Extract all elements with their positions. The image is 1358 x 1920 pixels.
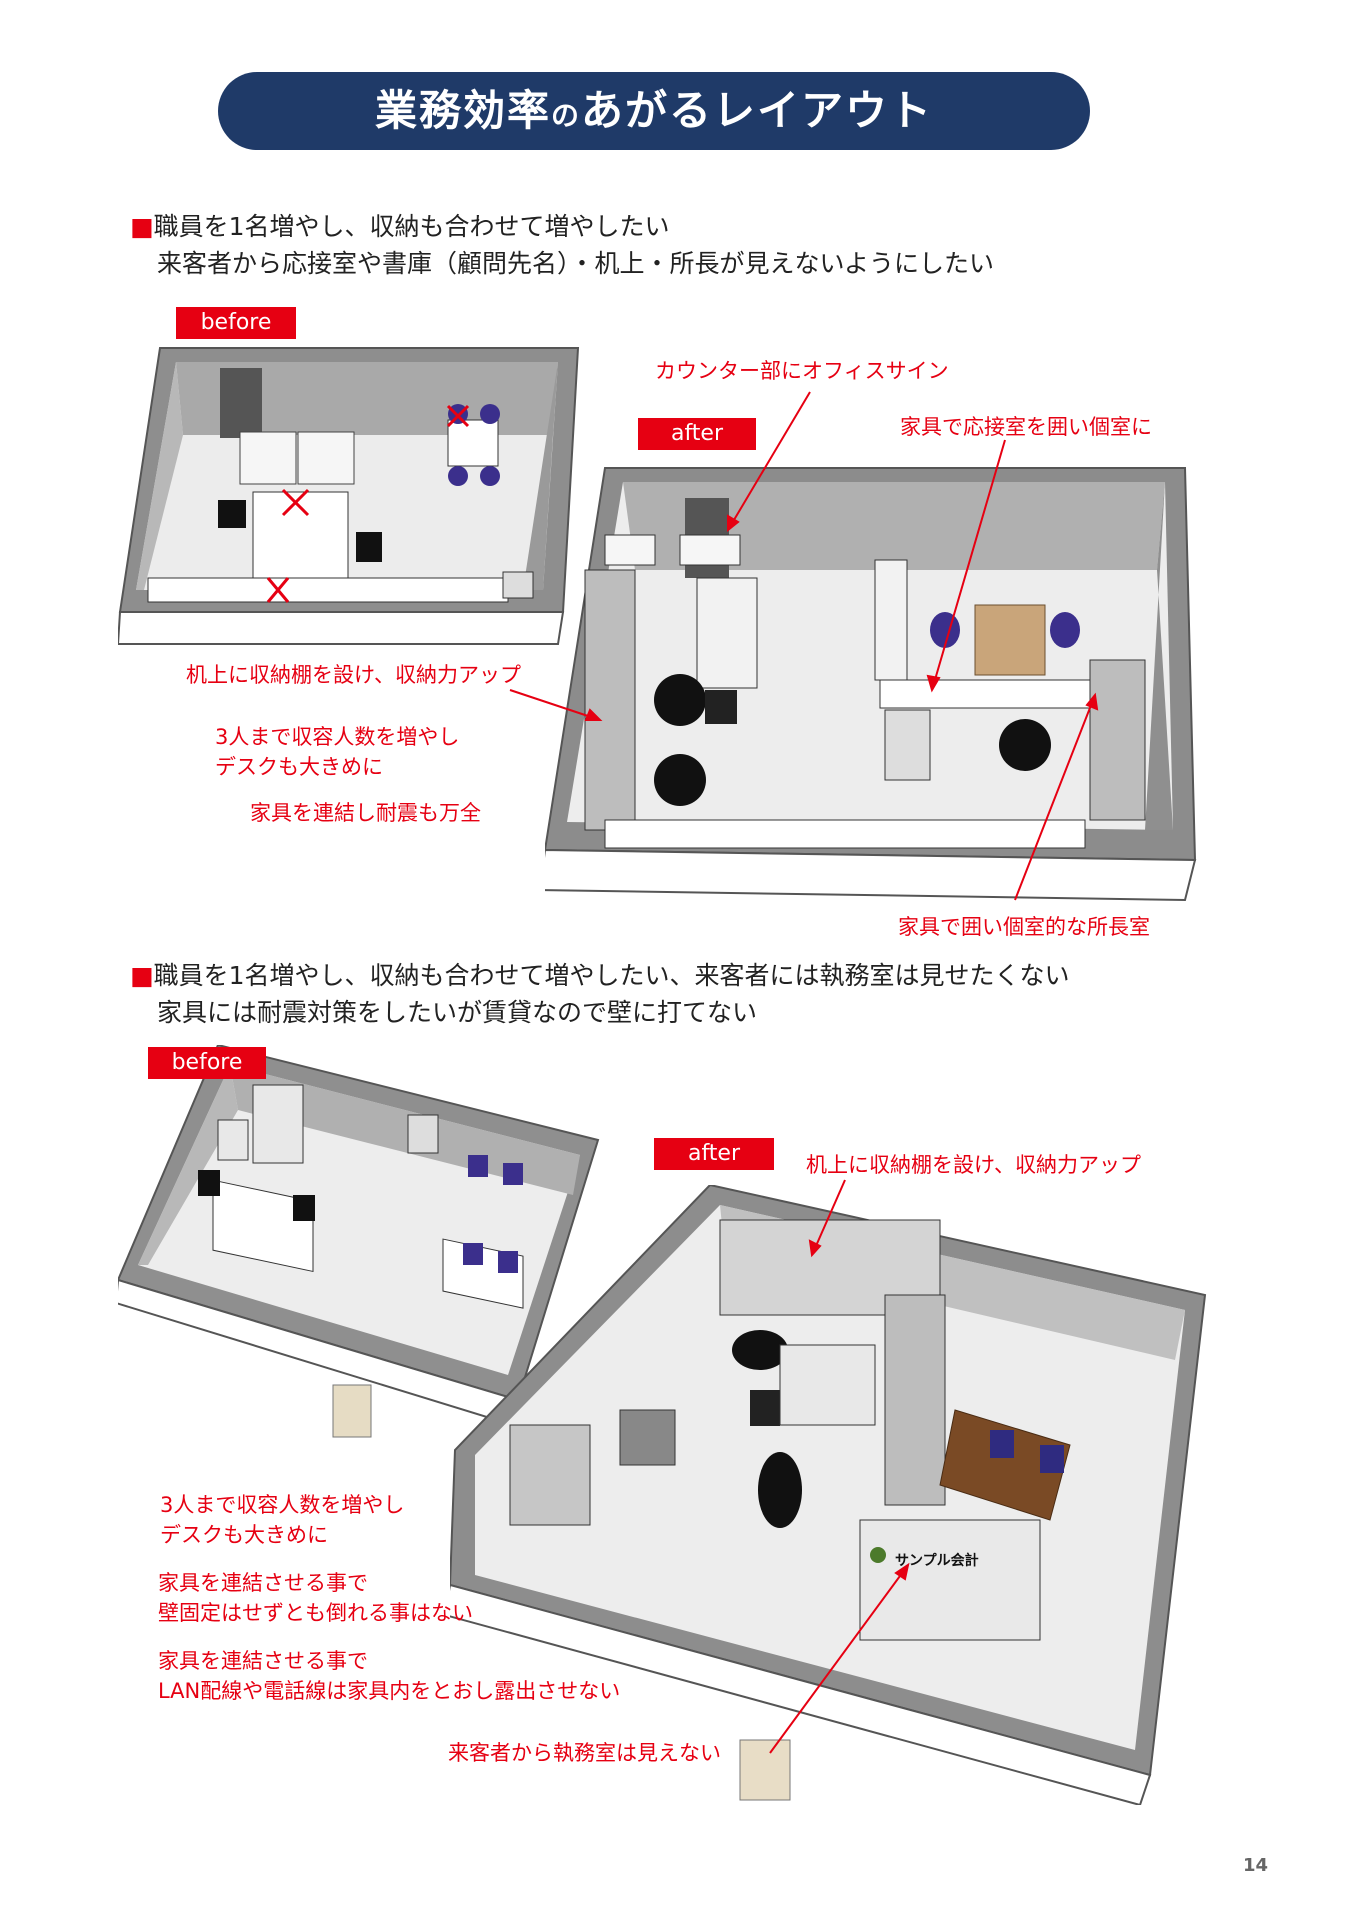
section2-line2: 家具には耐震対策をしたいが賃貸なので壁に打てない xyxy=(157,998,758,1027)
section1-before-tag: before xyxy=(176,307,296,339)
page-number: 14 xyxy=(1243,1855,1269,1876)
section1-note-shelf: 机上に収納棚を設け、収納力アップ xyxy=(186,663,521,687)
section2-note-link2b: LAN配線や電話線は家具内をとおし露出させない xyxy=(158,1679,621,1703)
section1-before-floorplan xyxy=(118,347,580,645)
page-title-banner: 業務効率のあがるレイアウト xyxy=(218,72,1090,150)
section2-after-floorplan: サンプル会計 xyxy=(450,1185,1207,1805)
section2-note-capacity2: デスクも大きめに xyxy=(160,1523,328,1547)
section2-before-tag: before xyxy=(148,1047,266,1079)
section2-note-link2a: 家具を連結させる事で xyxy=(158,1649,368,1673)
title-part1: 業務効率 xyxy=(374,86,551,135)
section2-heading: ■職員を1名増やし、収納も合わせて増やしたい、来客者には執務室は見せたくない 家… xyxy=(130,957,1070,1031)
section1-heading: ■職員を1名増やし、収納も合わせて増やしたい 来客者から応接室や書庫（顧問先名）… xyxy=(130,208,994,282)
section1-note-reception: 家具で応接室を囲い個室に xyxy=(900,415,1152,439)
section2-note-hidden: 来客者から執務室は見えない xyxy=(448,1741,721,1765)
bullet-square-icon: ■ xyxy=(130,961,154,990)
section1-note-capacity2: デスクも大きめに xyxy=(215,755,383,779)
section1-note-sign: カウンター部にオフィスサイン xyxy=(655,359,949,383)
section1-line2: 来客者から応接室や書庫（顧問先名）・机上・所長が見えないようにしたい xyxy=(157,249,995,278)
bullet-square-icon: ■ xyxy=(130,212,154,241)
section2-note-link1a: 家具を連結させる事で xyxy=(158,1571,368,1595)
title-part2: あがるレイアウト xyxy=(581,86,934,135)
title-no: の xyxy=(550,99,581,132)
section1-after-floorplan xyxy=(545,467,1197,902)
sign-text: サンプル会計 xyxy=(895,1552,979,1569)
section2-note-link1b: 壁固定はせずとも倒れる事はない xyxy=(158,1601,473,1625)
section1-note-capacity1: 3人まで収容人数を増やし xyxy=(215,725,460,749)
section1-line1: 職員を1名増やし、収納も合わせて増やしたい xyxy=(153,212,670,241)
section2-note-capacity1: 3人まで収容人数を増やし xyxy=(160,1493,405,1517)
section2-line1: 職員を1名増やし、収納も合わせて増やしたい、来客者には執務室は見せたくない xyxy=(153,961,1070,990)
section2-note-shelf: 机上に収納棚を設け、収納力アップ xyxy=(806,1153,1141,1177)
section1-after-tag: after xyxy=(638,418,756,450)
section2-before-floorplan xyxy=(118,1045,600,1438)
section1-note-director: 家具で囲い個室的な所長室 xyxy=(898,915,1150,939)
section1-note-quake: 家具を連結し耐震も万全 xyxy=(250,801,481,825)
section2-after-tag: after xyxy=(654,1138,774,1170)
